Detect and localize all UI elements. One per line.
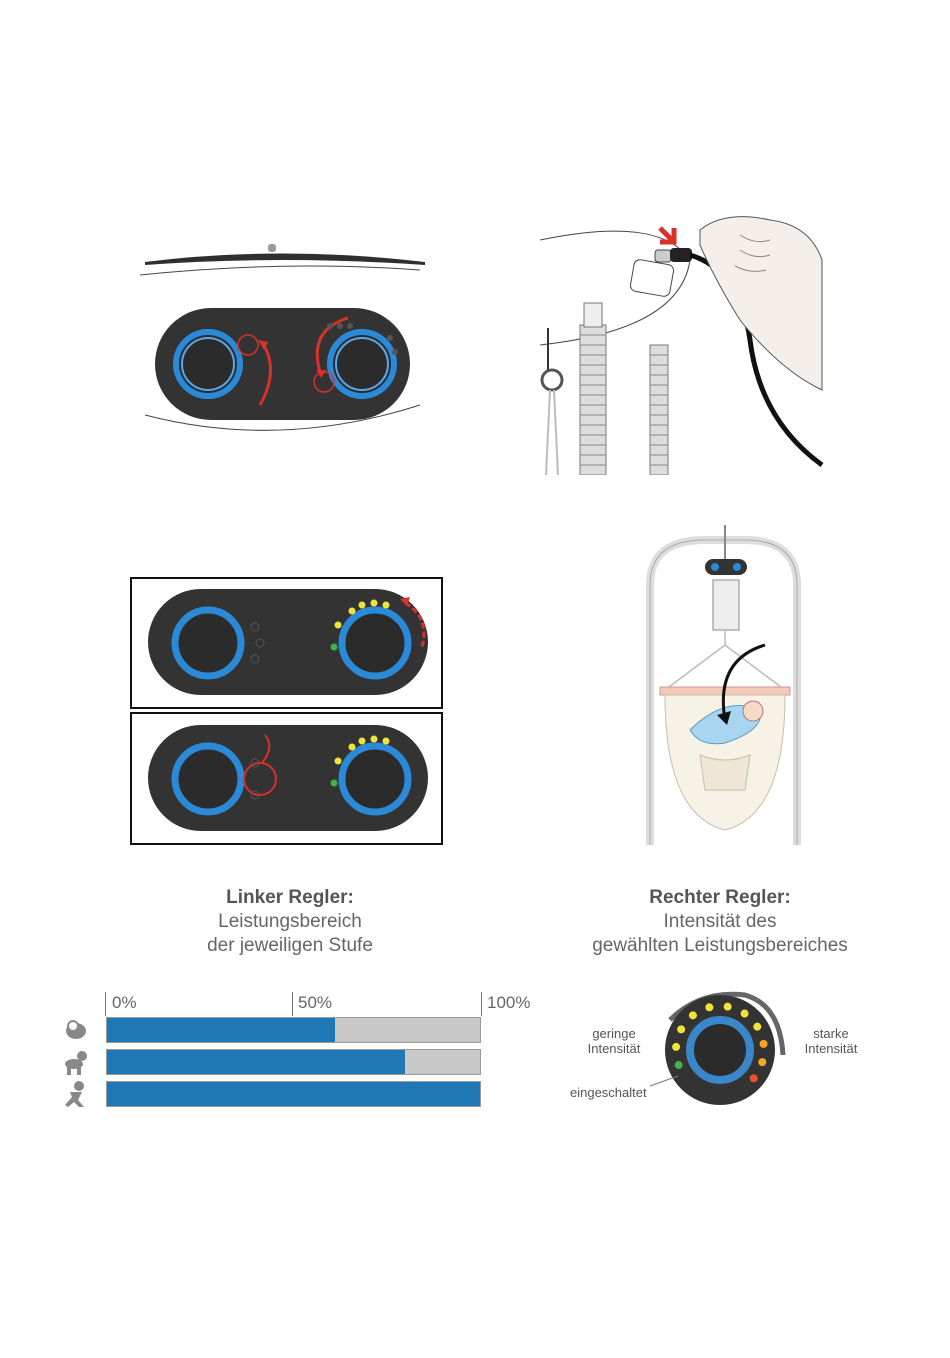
- left-caption-title: Linker Regler:: [160, 886, 420, 910]
- right-caption: Rechter Regler: Intensität des gewählten…: [560, 886, 880, 958]
- led-dot: [675, 1061, 683, 1069]
- led-dot: [758, 1058, 766, 1066]
- on-label: eingeschaltet: [570, 1085, 647, 1100]
- tick-label-0: 0%: [112, 993, 137, 1013]
- intensity-dial: [655, 985, 790, 1110]
- led-dot: [760, 1040, 768, 1048]
- high-intensity-line2: Intensität: [805, 1041, 858, 1056]
- crawling-baby-icon: [62, 1049, 90, 1077]
- led-dot: [724, 1003, 732, 1011]
- range-bar-fill: [107, 1018, 335, 1042]
- low-intensity-line1: geringe: [592, 1026, 635, 1041]
- led-dot: [753, 1023, 761, 1031]
- high-intensity-line1: starke: [813, 1026, 848, 1041]
- illustration-panel-top: [140, 240, 430, 440]
- left-caption: Linker Regler: Leistungsbereich der jewe…: [160, 886, 420, 958]
- illustration-hammock: [645, 525, 805, 847]
- high-intensity-label: starke Intensität: [796, 1026, 866, 1056]
- led-dot: [677, 1025, 685, 1033]
- range-bar-newborn: [106, 1017, 481, 1043]
- led-dot: [741, 1010, 749, 1018]
- tick-line-0: [105, 992, 106, 1016]
- left-caption-line1: Leistungsbereich: [160, 910, 420, 934]
- low-intensity-label: geringe Intensität: [580, 1026, 648, 1056]
- on-label-leader: [650, 1075, 680, 1087]
- low-intensity-line2: Intensität: [588, 1041, 641, 1056]
- illustration-panel-boxes: [130, 577, 443, 845]
- tick-line-100: [481, 992, 482, 1016]
- range-bar-fill: [107, 1050, 405, 1074]
- led-dot: [705, 1003, 713, 1011]
- tick-label-100: 100%: [487, 993, 530, 1013]
- tick-line-50: [292, 992, 293, 1016]
- range-bar-crawler: [106, 1049, 481, 1075]
- tick-label-50: 50%: [298, 993, 332, 1013]
- right-caption-line1: Intensität des: [560, 910, 880, 934]
- range-bar-fill: [107, 1082, 480, 1106]
- left-caption-line2: der jeweiligen Stufe: [160, 934, 420, 958]
- right-caption-title: Rechter Regler:: [560, 886, 880, 910]
- range-bar-child: [106, 1081, 481, 1107]
- active-child-icon: [62, 1080, 90, 1108]
- led-dot: [750, 1074, 758, 1082]
- illustration-plug-cable: [540, 200, 825, 475]
- led-dot: [689, 1011, 697, 1019]
- right-caption-line2: gewählten Leistungsbereiches: [560, 934, 880, 958]
- led-dot: [672, 1043, 680, 1051]
- newborn-icon: [62, 1016, 90, 1044]
